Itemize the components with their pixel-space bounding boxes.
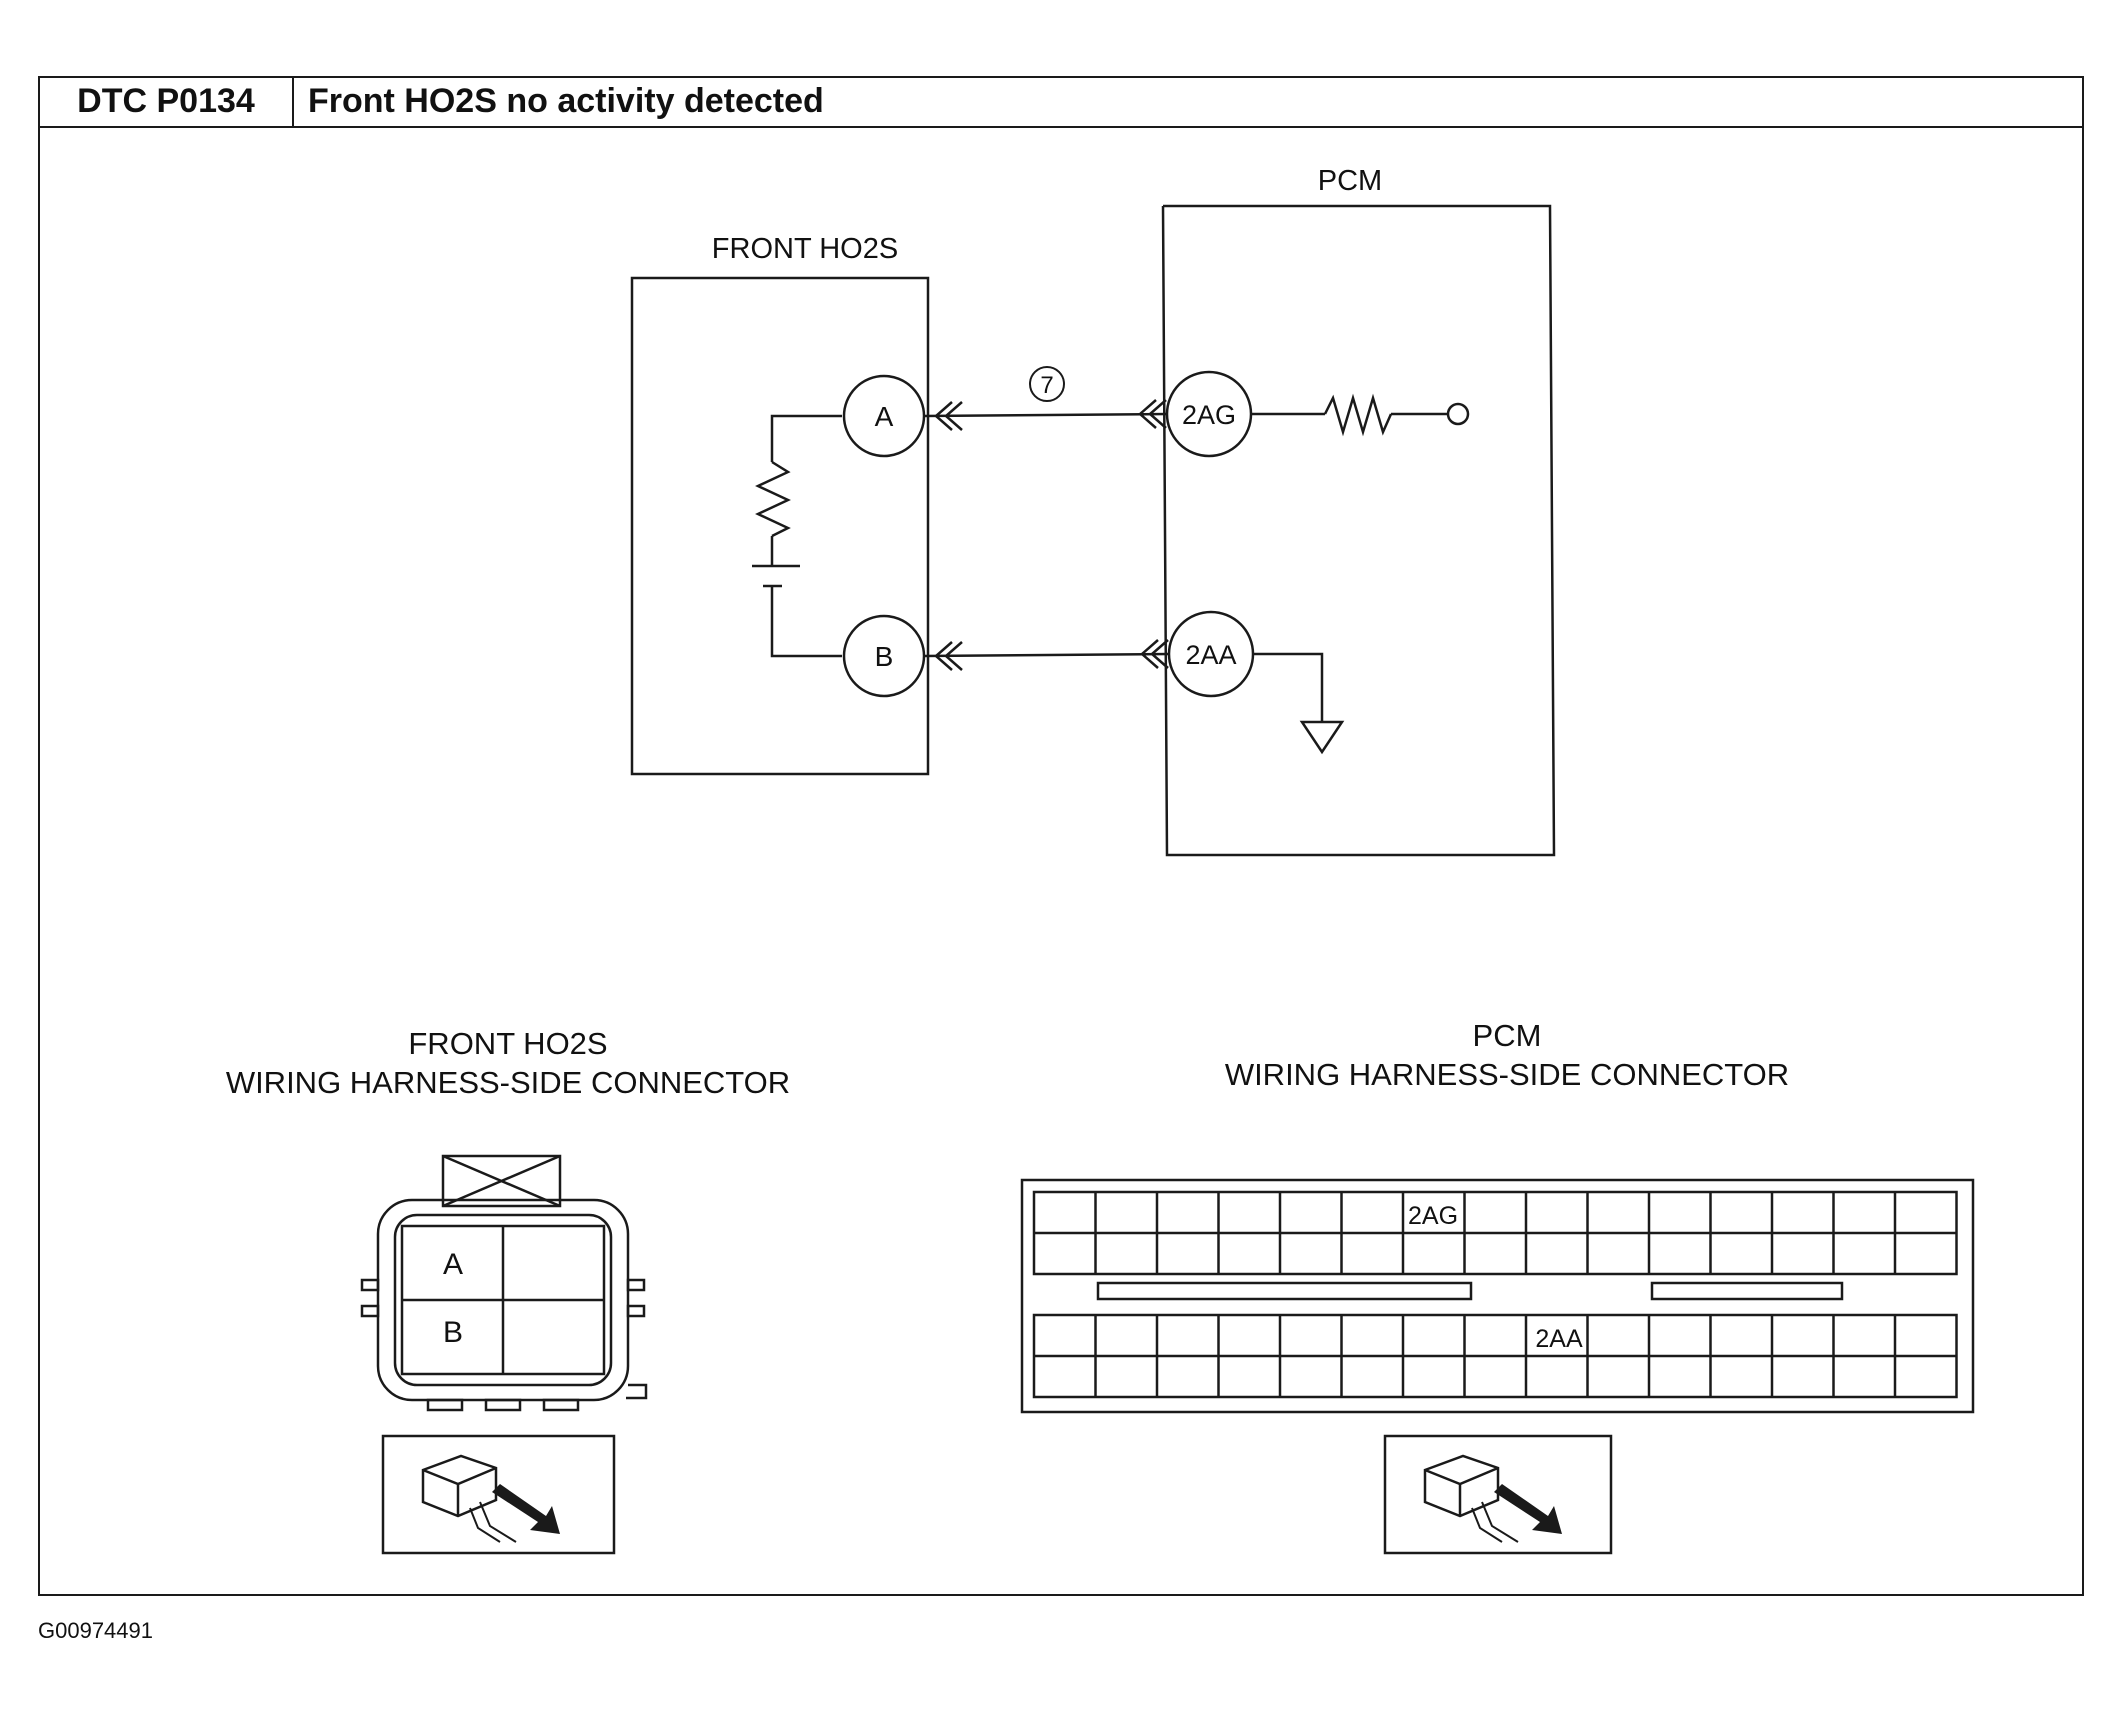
wire-number-label: 7 <box>1040 372 1053 399</box>
sensor-connector-face <box>360 1154 648 1412</box>
dtc-code: DTC P0134 <box>40 78 294 126</box>
sensor-pin-b-label: B <box>875 641 894 672</box>
pcm-connector-row-top <box>1032 1190 1958 1276</box>
dtc-title: Front HO2S no activity detected <box>308 82 824 120</box>
wire-a-to-2ag <box>923 399 1168 431</box>
sensor-box-label: FRONT HO2S <box>712 233 898 265</box>
view-direction-icon <box>1383 1434 1613 1555</box>
connector-arrow-icon <box>934 401 953 431</box>
pcm-connector-pin-2ag: 2AG <box>1408 1202 1458 1230</box>
pcm-resistor-icon <box>1323 393 1393 437</box>
header-bar: DTC P0134 Front HO2S no activity detecte… <box>40 78 2082 128</box>
figure-id: G00974491 <box>38 1618 153 1643</box>
sensor-connector-pin-a: A <box>443 1248 463 1281</box>
connector-arrow-icon <box>1138 399 1157 429</box>
sensor-internal-circuit <box>752 414 842 658</box>
connector-arrow-icon <box>1140 639 1159 669</box>
sensor-box <box>630 276 930 776</box>
pcm-connector-row-bottom <box>1032 1313 1958 1399</box>
sensor-connector-pin-b: B <box>443 1316 463 1349</box>
ground-icon <box>1253 652 1345 755</box>
pcm-pin-2aa-label: 2AA <box>1185 640 1236 670</box>
sensor-connector-title-1: FRONT HO2S <box>408 1026 607 1061</box>
pcm-connector-title-2: WIRING HARNESS-SIDE CONNECTOR <box>1225 1057 1789 1092</box>
wire-number-badge <box>1029 366 1065 402</box>
pcm-key-slot-right <box>1650 1281 1844 1301</box>
pcm-connector-title-1: PCM <box>1473 1018 1542 1053</box>
sensor-pin-a-label: A <box>875 401 894 432</box>
pcm-key-slot-left <box>1096 1281 1473 1301</box>
connector-arrow-icon <box>934 641 953 671</box>
sensor-resistor-icon <box>755 460 791 538</box>
pcm-connector-pin-2aa: 2AA <box>1535 1325 1583 1353</box>
pcm-pin-2ag-label: 2AG <box>1182 400 1236 430</box>
pcm-box <box>1161 204 1556 857</box>
sensor-connector-title-2: WIRING HARNESS-SIDE CONNECTOR <box>226 1065 790 1100</box>
pcm-pullup-circuit <box>1251 393 1470 437</box>
diagram-frame: DTC P0134 Front HO2S no activity detecte… <box>38 76 2084 1596</box>
terminal-icon <box>1446 402 1470 426</box>
pcm-box-label: PCM <box>1318 165 1382 197</box>
wire-b-to-2aa <box>923 639 1170 671</box>
pcm-connector-shell <box>1020 1178 1975 1414</box>
view-direction-icon <box>381 1434 616 1555</box>
